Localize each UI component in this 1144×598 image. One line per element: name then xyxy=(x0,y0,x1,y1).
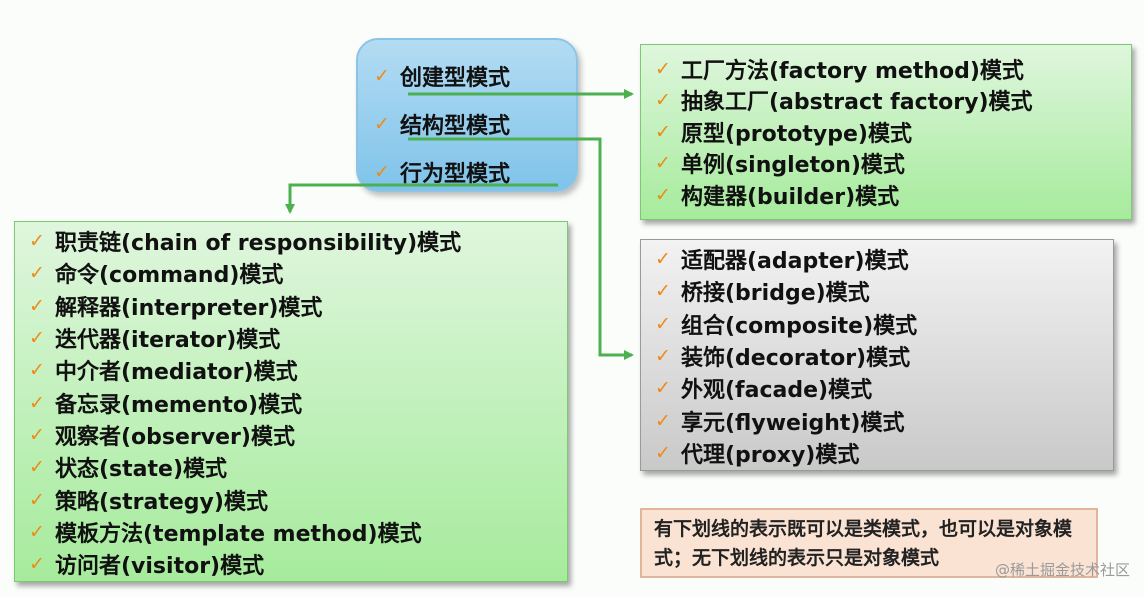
check-icon: ✓ xyxy=(374,113,390,135)
list-item: ✓ 桥接(bridge)模式 xyxy=(655,275,1113,307)
pattern-label: 中介者(mediator)模式 xyxy=(55,360,298,386)
check-icon: ✓ xyxy=(29,262,45,285)
pattern-label: 访问者(visitor)模式 xyxy=(55,554,265,580)
pattern-label: 观察者(observer)模式 xyxy=(55,424,295,450)
check-icon: ✓ xyxy=(655,409,671,432)
pattern-label: 模板方法(template method)模式 xyxy=(55,521,422,547)
note-box: 有下划线的表示既可以是类模式，也可以是对象模式；无下划线的表示只是对象模式 xyxy=(640,508,1098,578)
list-item: ✓ 组合(composite)模式 xyxy=(655,308,1113,340)
check-icon: ✓ xyxy=(655,120,671,143)
list-item: ✓ 原型(prototype)模式 xyxy=(655,116,1131,148)
list-item: ✓ 访问者(visitor)模式 xyxy=(29,548,567,580)
category-structural: ✓ 结构型模式 xyxy=(374,100,576,148)
list-item: ✓ 模板方法(template method)模式 xyxy=(29,516,567,548)
arrow-to-behavioral xyxy=(285,183,558,214)
list-item: ✓ 解释器(interpreter)模式 xyxy=(29,290,567,322)
list-item: ✓ 命令(command)模式 xyxy=(29,257,567,289)
check-icon: ✓ xyxy=(655,89,671,112)
check-icon: ✓ xyxy=(655,248,671,271)
pattern-label: 单例(singleton)模式 xyxy=(681,153,905,179)
arrow-to-structural xyxy=(408,137,634,360)
list-item: ✓ 策略(strategy)模式 xyxy=(29,483,567,515)
check-icon: ✓ xyxy=(655,441,671,464)
check-icon: ✓ xyxy=(29,456,45,479)
pattern-label: 构建器(builder)模式 xyxy=(681,184,900,210)
pattern-label: 策略(strategy)模式 xyxy=(55,489,268,515)
list-item: ✓ 适配器(adapter)模式 xyxy=(655,243,1113,275)
note-text: 有下划线的表示既可以是类模式，也可以是对象模式；无下划线的表示只是对象模式 xyxy=(654,518,1073,569)
pattern-label: 组合(composite)模式 xyxy=(681,313,918,339)
pattern-label: 桥接(bridge)模式 xyxy=(681,281,870,307)
check-icon: ✓ xyxy=(655,312,671,335)
check-icon: ✓ xyxy=(29,327,45,350)
pattern-categories-box: ✓ 创建型模式 ✓ 结构型模式 ✓ 行为型模式 xyxy=(356,38,578,192)
behavioral-patterns-box: ✓ 职责链(chain of responsibility)模式 ✓ 命令(comm… xyxy=(14,221,568,582)
pattern-label: 外观(facade)模式 xyxy=(681,378,873,404)
check-icon: ✓ xyxy=(374,65,390,87)
check-icon: ✓ xyxy=(29,488,45,511)
category-label: 创建型模式 xyxy=(400,66,511,91)
check-icon: ✓ xyxy=(29,520,45,543)
list-item: ✓ 工厂方法(factory method)模式 xyxy=(655,53,1131,85)
category-behavioral: ✓ 行为型模式 xyxy=(374,148,576,196)
check-icon: ✓ xyxy=(655,152,671,175)
list-item: ✓ 构建器(builder)模式 xyxy=(655,179,1131,211)
list-item: ✓ 单例(singleton)模式 xyxy=(655,148,1131,180)
check-icon: ✓ xyxy=(655,280,671,303)
list-item: ✓ 职责链(chain of responsibility)模式 xyxy=(29,225,567,257)
check-icon: ✓ xyxy=(29,359,45,382)
pattern-label: 抽象工厂(abstract factory)模式 xyxy=(681,90,1033,116)
check-icon: ✓ xyxy=(29,230,45,253)
list-item: ✓ 外观(facade)模式 xyxy=(655,372,1113,404)
category-label: 结构型模式 xyxy=(400,114,511,139)
check-icon: ✓ xyxy=(655,345,671,368)
pattern-label: 状态(state)模式 xyxy=(55,457,228,483)
check-icon: ✓ xyxy=(29,294,45,317)
list-item: ✓ 中介者(mediator)模式 xyxy=(29,354,567,386)
category-label: 行为型模式 xyxy=(400,162,511,187)
pattern-label: 迭代器(iterator)模式 xyxy=(55,328,281,354)
list-item: ✓ 代理(proxy)模式 xyxy=(655,437,1113,469)
structural-patterns-box: ✓ 适配器(adapter)模式 ✓ 桥接(bridge)模式 ✓ 组合(compos… xyxy=(640,239,1114,471)
pattern-label: 享元(flyweight)模式 xyxy=(681,410,905,436)
pattern-label: 原型(prototype)模式 xyxy=(681,121,912,147)
list-item: ✓ 享元(flyweight)模式 xyxy=(655,404,1113,436)
pattern-label: 职责链(chain of responsibility)模式 xyxy=(55,231,462,257)
check-icon: ✓ xyxy=(655,183,671,206)
check-icon: ✓ xyxy=(374,161,390,183)
pattern-label: 代理(proxy)模式 xyxy=(681,442,860,468)
list-item: ✓ 观察者(observer)模式 xyxy=(29,419,567,451)
check-icon: ✓ xyxy=(29,553,45,576)
pattern-label: 装饰(decorator)模式 xyxy=(681,346,911,372)
category-creational: ✓ 创建型模式 xyxy=(374,52,576,100)
watermark: @稀土掘金技术社区 xyxy=(994,561,1130,579)
check-icon: ✓ xyxy=(29,391,45,414)
pattern-label: 适配器(adapter)模式 xyxy=(681,249,909,275)
list-item: ✓ 装饰(decorator)模式 xyxy=(655,340,1113,372)
list-item: ✓ 迭代器(iterator)模式 xyxy=(29,322,567,354)
check-icon: ✓ xyxy=(655,377,671,400)
list-item: ✓ 备忘录(memento)模式 xyxy=(29,386,567,418)
check-icon: ✓ xyxy=(655,57,671,80)
pattern-label: 解释器(interpreter)模式 xyxy=(55,295,323,321)
check-icon: ✓ xyxy=(29,423,45,446)
pattern-label: 工厂方法(factory method)模式 xyxy=(681,58,1024,84)
list-item: ✓ 状态(state)模式 xyxy=(29,451,567,483)
pattern-label: 备忘录(memento)模式 xyxy=(55,392,303,418)
pattern-label: 命令(command)模式 xyxy=(55,263,284,289)
list-item: ✓ 抽象工厂(abstract factory)模式 xyxy=(655,85,1131,117)
creational-patterns-box: ✓ 工厂方法(factory method)模式 ✓ 抽象工厂(abstract f… xyxy=(640,44,1132,220)
